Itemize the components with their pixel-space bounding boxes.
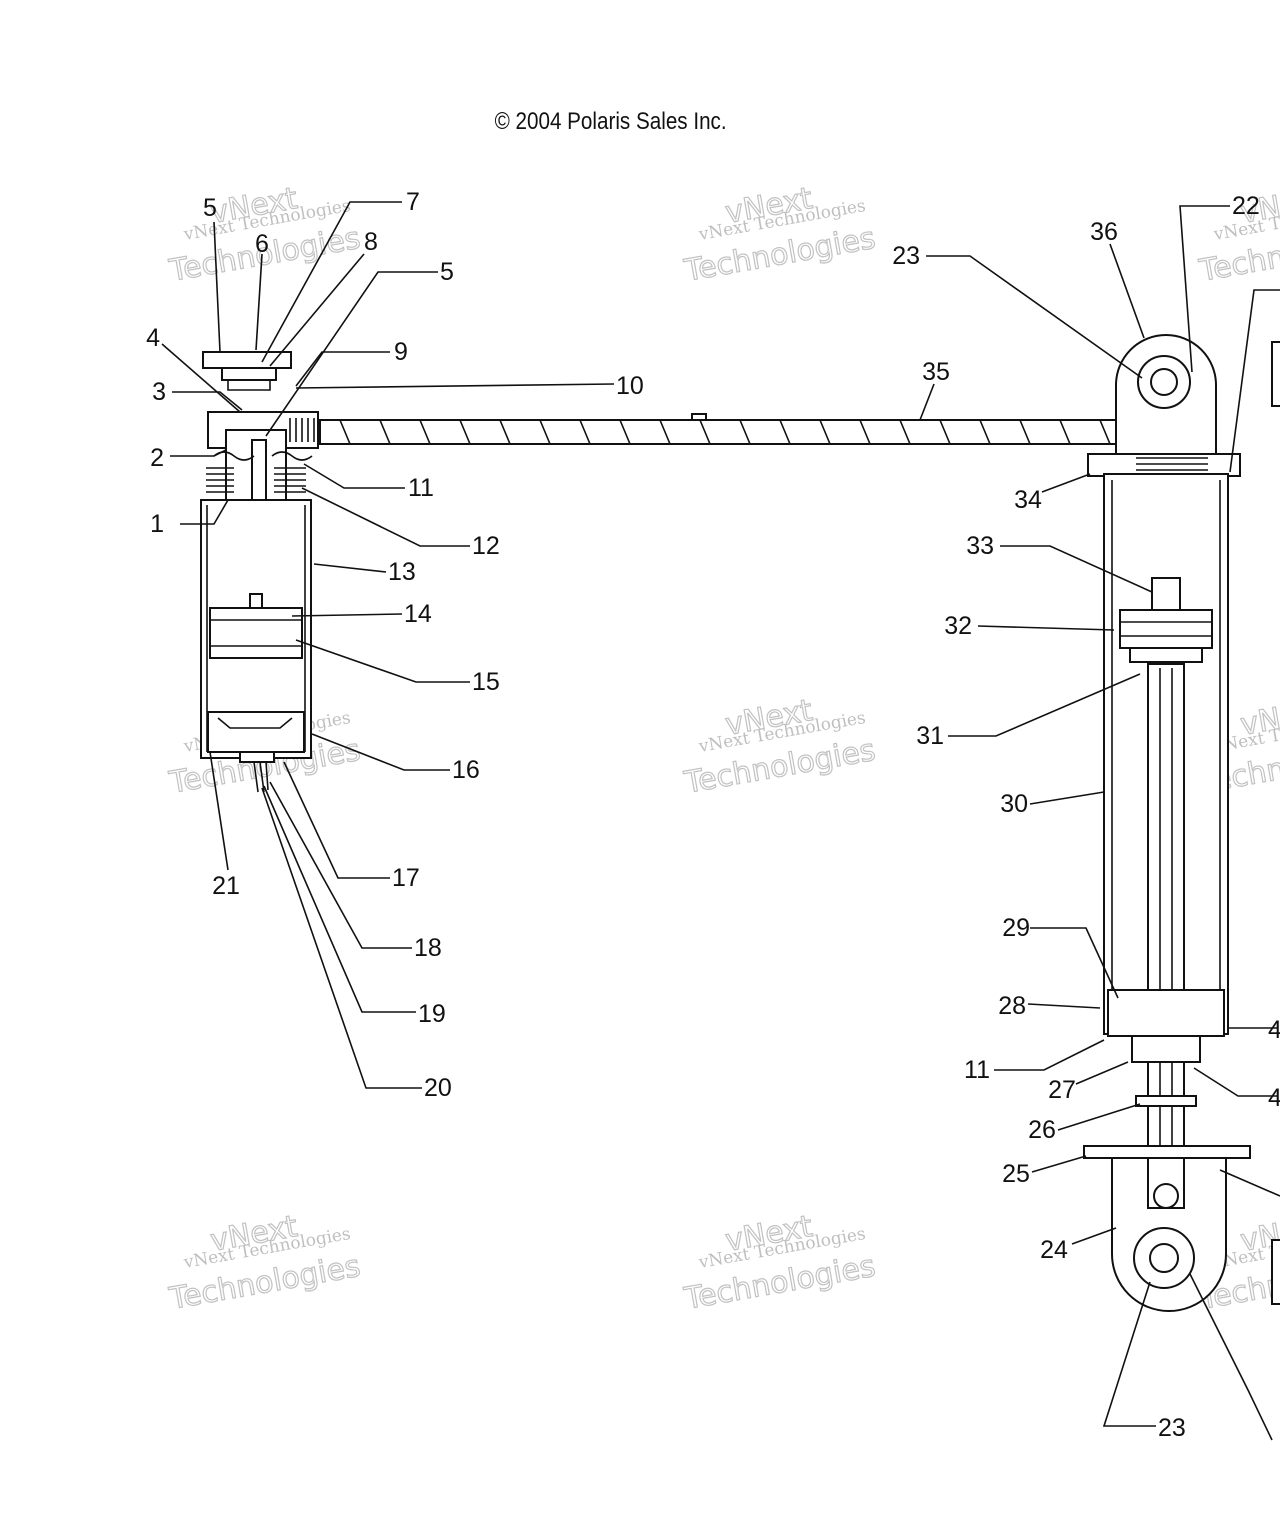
callout-14: 14 — [404, 600, 432, 628]
reservoir-assembly — [200, 351, 319, 793]
valve-stem-top — [227, 380, 271, 391]
callout-9: 9 — [394, 338, 408, 366]
eyelet-bore — [1150, 368, 1178, 396]
callout-23: 23 — [1158, 1414, 1186, 1442]
main-piston — [1119, 609, 1213, 649]
piston-nut — [1151, 577, 1181, 613]
callout-5: 5 — [203, 194, 217, 222]
callout-22: 22 — [1232, 192, 1260, 220]
callout-11: 11 — [408, 474, 434, 502]
shaft-end-bore — [1153, 1183, 1179, 1209]
copyright-notice: © 2004 Polaris Sales Inc. — [494, 108, 727, 135]
callout-21: 21 — [212, 872, 240, 900]
leader-lines — [161, 201, 1280, 1441]
callout-17: 17 — [392, 864, 420, 892]
watermark: vNext Technologies vNext Technologies — [681, 1209, 879, 1318]
callout-27: 27 — [1048, 1076, 1076, 1104]
callout-4: 4 — [1268, 1016, 1280, 1044]
callout-10: 10 — [616, 372, 644, 400]
callout-5: 5 — [440, 258, 454, 286]
o-ring — [271, 451, 313, 461]
callout-31: 31 — [916, 722, 944, 750]
floating-piston — [209, 607, 303, 659]
callout-11: 11 — [964, 1056, 990, 1084]
svg-text:vNext: vNext — [1238, 693, 1280, 743]
piston-bleed — [249, 593, 263, 609]
callout-4: 4 — [1268, 1084, 1280, 1112]
callout-16: 16 — [452, 756, 480, 784]
callout-35: 35 — [922, 358, 950, 386]
callout-30: 30 — [1000, 790, 1028, 818]
callout-7: 7 — [406, 188, 420, 216]
end-cap-seal — [217, 717, 293, 729]
eyelet-bore — [1149, 1243, 1179, 1273]
callout-numbers: 1 2 3 4 5 5 6 7 8 9 10 11 12 13 14 15 16… — [146, 188, 1280, 1442]
callout-34: 34 — [1014, 486, 1042, 514]
shim-stack — [1129, 647, 1203, 663]
callout-24: 24 — [1040, 1236, 1068, 1264]
callout-4: 4 — [146, 324, 160, 352]
callout-3: 3 — [152, 378, 166, 406]
schrader-valve — [239, 751, 275, 763]
callout-36: 36 — [1090, 218, 1118, 246]
shock-assembly — [1083, 334, 1251, 1312]
callout-18: 18 — [414, 934, 442, 962]
callout-12: 12 — [472, 532, 500, 560]
end-cap — [207, 711, 305, 753]
valve-core — [253, 761, 269, 793]
callout-20: 20 — [424, 1074, 452, 1102]
shaft — [1147, 663, 1185, 1205]
reservoir-cap — [202, 351, 292, 369]
watermark: vNext Technologies vNext Technologies — [166, 1209, 364, 1318]
callout-1: 1 — [150, 510, 164, 538]
callout-33: 33 — [966, 532, 994, 560]
callout-8: 8 — [364, 228, 378, 256]
lower-spring-retainer — [1083, 1145, 1251, 1159]
watermark: vNext Technologies vNext Technologies — [1196, 181, 1280, 290]
callout-29: 29 — [1002, 914, 1030, 942]
cap-nut — [221, 367, 277, 381]
callout-32: 32 — [944, 612, 972, 640]
watermark: vNext Technologies vNext Technologies — [681, 181, 879, 290]
seal-head — [1107, 989, 1225, 1037]
callout-23: 23 — [892, 242, 920, 270]
threads — [206, 418, 315, 493]
bearing-cap — [1131, 1035, 1201, 1063]
adjacent-view-fragment — [1271, 341, 1280, 1305]
callout-15: 15 — [472, 668, 500, 696]
callout-2: 2 — [150, 444, 164, 472]
callout-25: 25 — [1002, 1160, 1030, 1188]
callout-28: 28 — [998, 992, 1026, 1020]
callout-26: 26 — [1028, 1116, 1056, 1144]
bumper — [1135, 1095, 1197, 1107]
callout-6: 6 — [255, 230, 269, 258]
callout-13: 13 — [388, 558, 416, 586]
watermark: vNext Technologies vNext Technologies — [681, 693, 879, 802]
remote-hose — [319, 413, 1121, 445]
callout-19: 19 — [418, 1000, 446, 1028]
